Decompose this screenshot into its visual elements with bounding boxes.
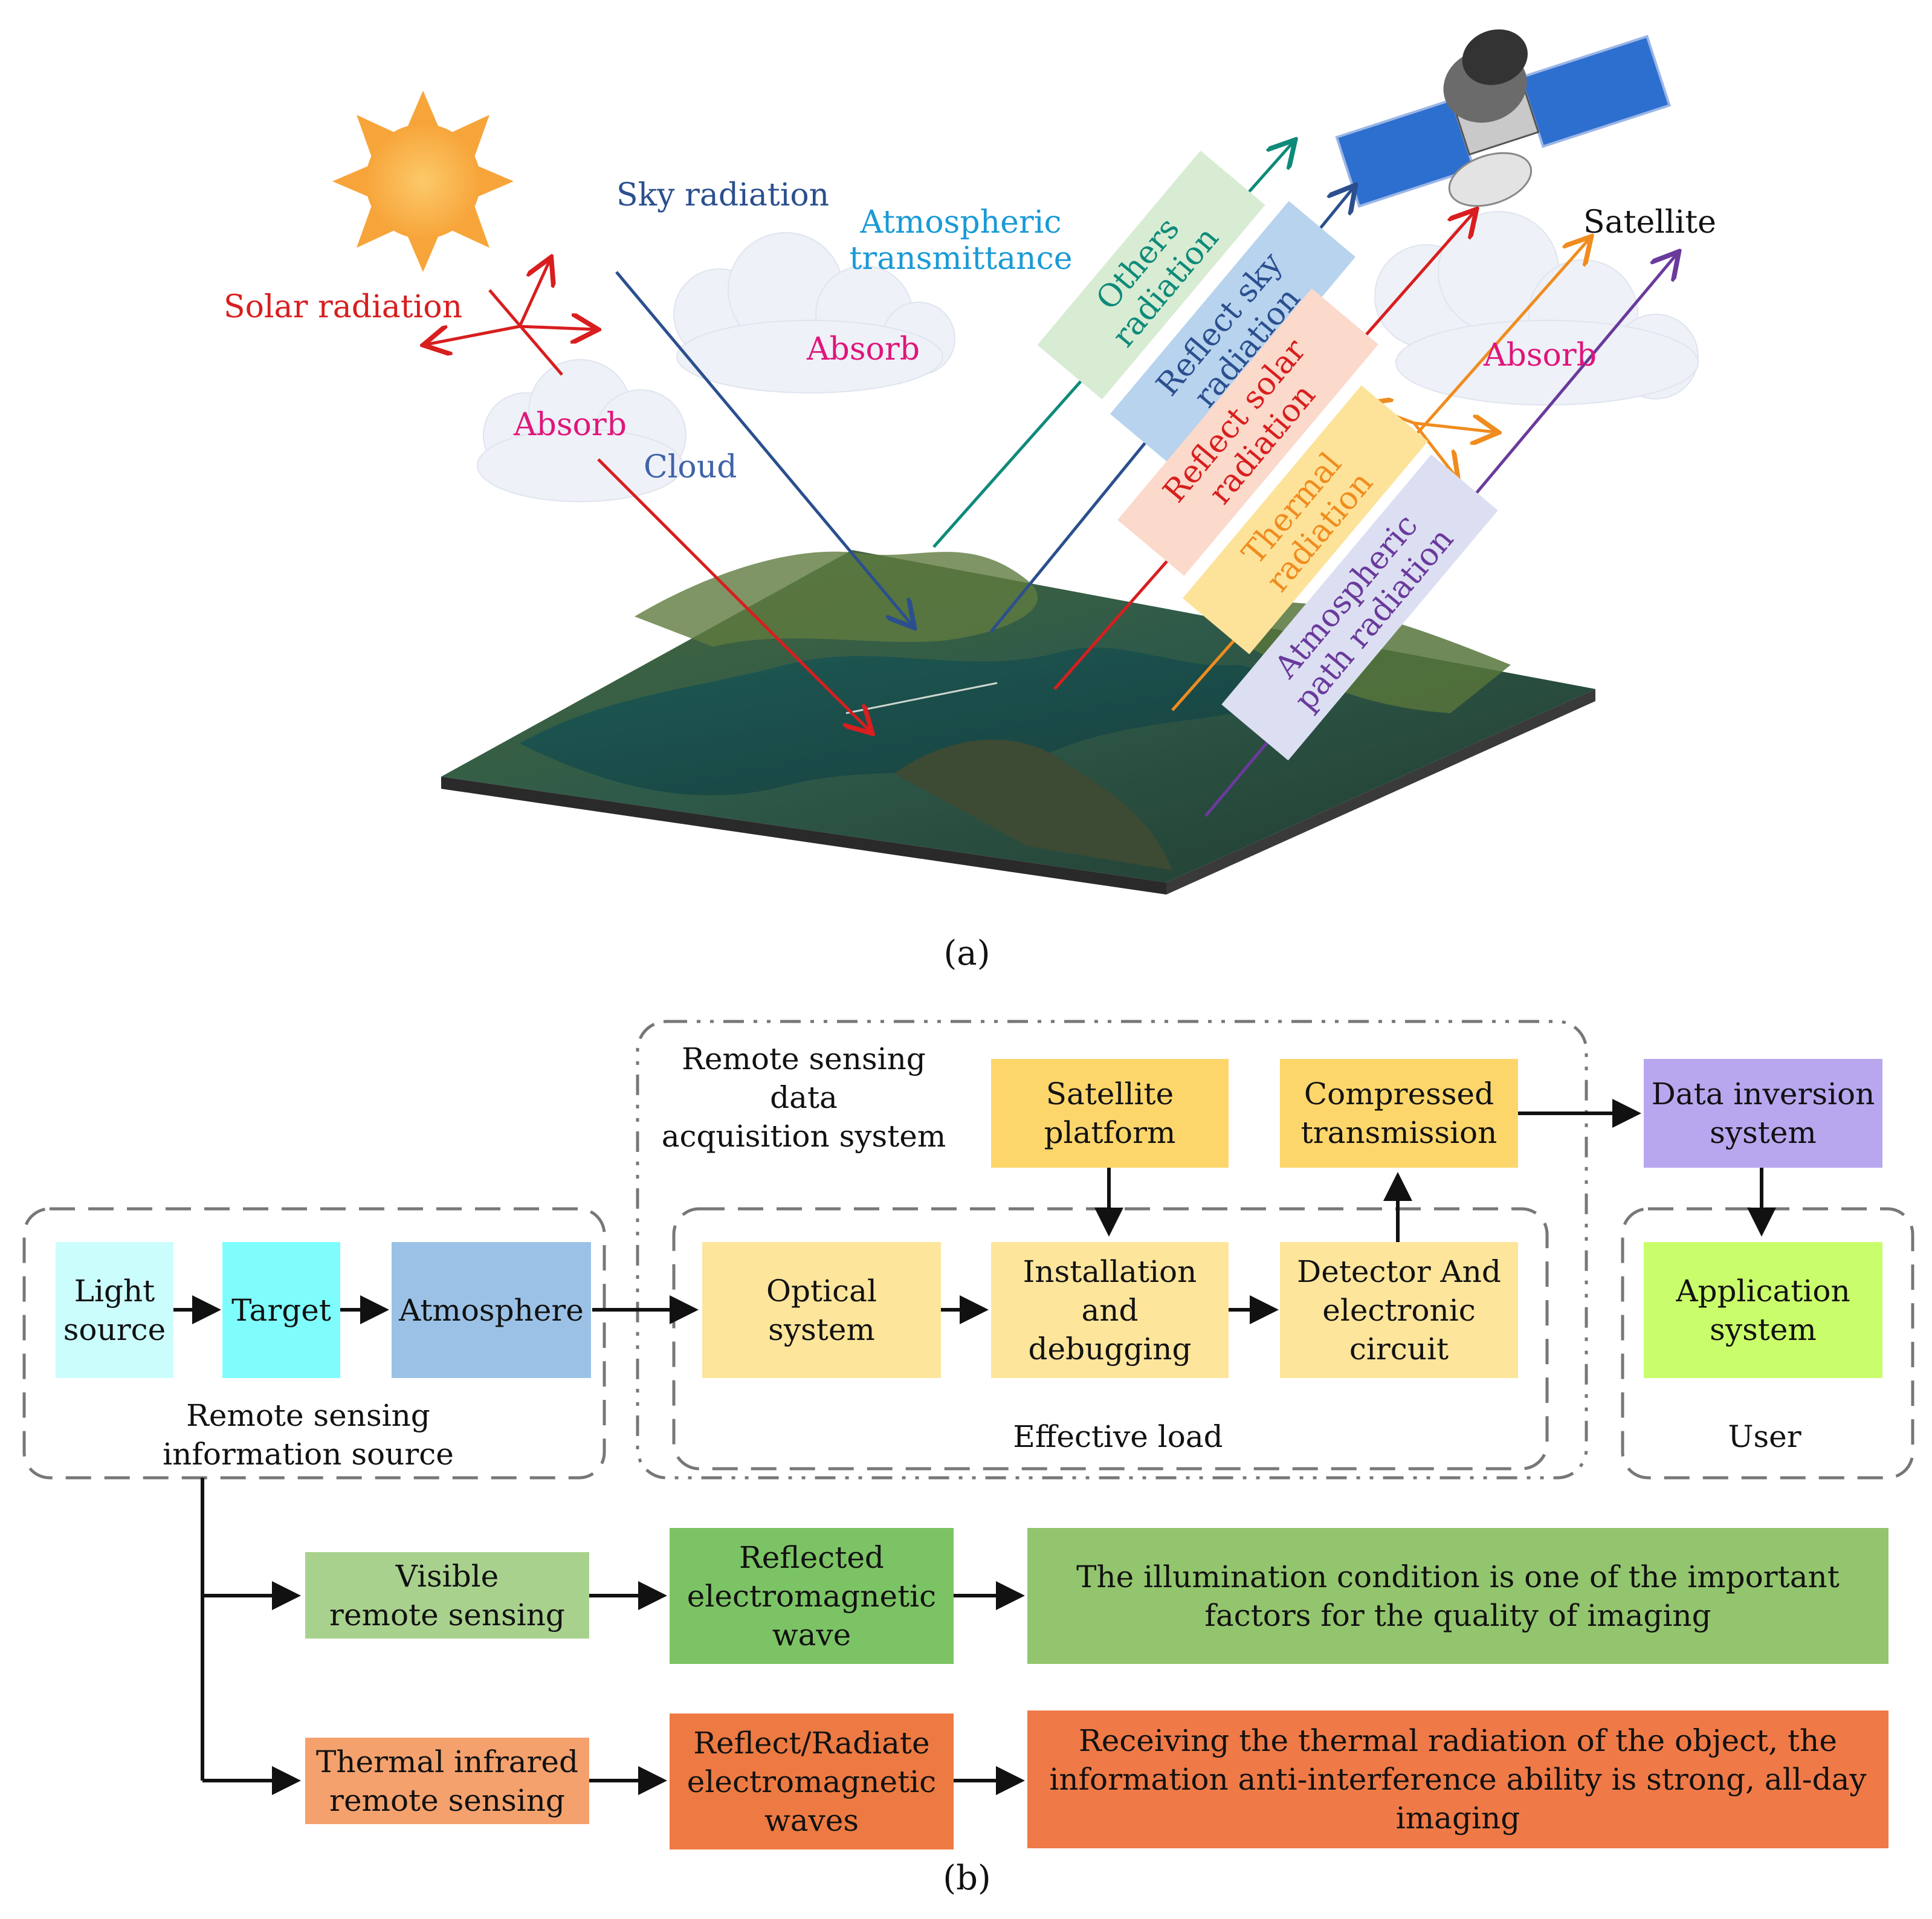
sky-radiation-arrow — [615, 271, 913, 626]
terrain-block — [441, 550, 1595, 895]
box-light-source: Light source — [56, 1242, 173, 1378]
box-receiving: Receiving the thermal radiation of the o… — [1027, 1710, 1888, 1848]
cloud-icon-middle — [673, 232, 955, 393]
solar-radiation-label: Solar radiation — [224, 289, 462, 325]
solar-radiation-arrows — [426, 260, 870, 731]
box-reflect-radiate: Reflect/Radiate electromagnetic waves — [670, 1714, 954, 1849]
box-data-inversion: Data inversion system — [1644, 1059, 1882, 1168]
frame-info-source — [22, 1207, 606, 1480]
box-compressed-transmission: Compressed transmission — [1280, 1059, 1518, 1168]
cloud-label: Cloud — [644, 449, 737, 485]
panel-a-illustration: Othersradiation Reflect skyradiation Ref… — [224, 29, 1716, 895]
frame-acquisition-system — [636, 1020, 1588, 1480]
absorb-label-middle: Absorb — [806, 331, 920, 367]
sky-radiation-label: Sky radiation — [616, 177, 829, 213]
cloud-icon-right — [1374, 211, 1699, 406]
box-visible-remote-sensing: Visible remote sensing — [305, 1552, 589, 1639]
box-reflected-wave: Reflected electromagnetic wave — [670, 1528, 954, 1664]
satellite-label: Satellite — [1583, 204, 1716, 241]
box-target: Target — [222, 1242, 340, 1378]
absorb-label-left: Absorb — [513, 407, 627, 443]
cloud-icon-left — [477, 359, 687, 502]
box-detector: Detector And electronic circuit — [1280, 1242, 1518, 1378]
sun-icon — [332, 91, 514, 272]
absorb-label-right: Absorb — [1483, 337, 1597, 374]
satellite-icon — [1335, 29, 1672, 208]
label-user: User — [1728, 1419, 1801, 1454]
caption-b: (b) — [943, 1859, 991, 1898]
box-atmosphere: Atmosphere — [392, 1242, 591, 1378]
box-optical-system: Optical system — [702, 1242, 941, 1378]
box-installation: Installation and debugging — [991, 1242, 1229, 1378]
box-illumination: The illumination condition is one of the… — [1027, 1528, 1888, 1664]
box-satellite-platform: Satellite platform — [991, 1059, 1229, 1168]
label-effective-load: Effective load — [1013, 1419, 1223, 1454]
box-thermal-infrared: Thermal infrared remote sensing — [305, 1738, 589, 1824]
panel-b-frames-and-arrows — [22, 1020, 1914, 1795]
label-acquisition-system: Remote sensing data acquisition system — [661, 1041, 946, 1154]
caption-a: (a) — [943, 934, 990, 973]
box-application-system: Application system — [1644, 1242, 1882, 1378]
label-info-source: Remote sensing information source — [163, 1398, 454, 1472]
